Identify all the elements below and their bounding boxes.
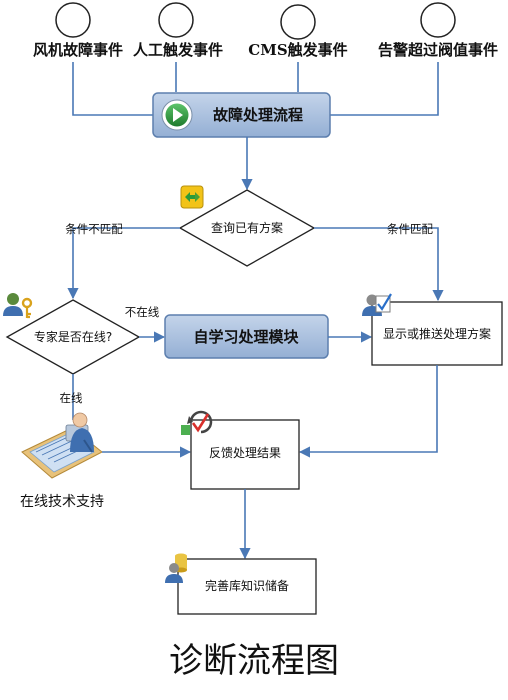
decision-query-plan-label: 查询已有方案 (211, 220, 283, 235)
swap-icon (180, 185, 204, 209)
task-knowledge[interactable] (177, 558, 317, 615)
edge-label-match: 条件匹配 (387, 222, 433, 236)
user-database-icon (165, 553, 187, 583)
task-knowledge-label: 完善库知识储备 (205, 578, 289, 593)
task-show-plan-label: 显示或推送处理方案 (383, 326, 491, 341)
edge-label-offline: 不在线 (125, 305, 160, 319)
edge-fan-fault-to-process (72, 62, 153, 116)
main-process-title: 故障处理流程 (213, 106, 303, 124)
event-label-alarm: 告警超过阀值事件 (378, 41, 498, 59)
edge-no-match (67, 227, 180, 300)
event-label-fan-fault: 风机故障事件 (33, 41, 123, 59)
user-key-icon (3, 293, 33, 319)
task-feedback-label: 反馈处理结果 (209, 446, 281, 460)
decision-expert-online-label: 专家是否在线? (34, 329, 112, 344)
edge-label-no-match: 条件不匹配 (65, 222, 123, 236)
event-circle-alarm (420, 2, 456, 38)
online-support-label: 在线技术支持 (20, 494, 104, 510)
refresh-check-icon (181, 410, 213, 435)
edge-match (314, 227, 444, 302)
event-label-cms: CMS触发事件 (248, 41, 347, 59)
diagram-caption: 诊断流程图 (169, 641, 339, 681)
event-circle-manual (158, 2, 194, 38)
event-label-manual: 人工触发事件 (133, 41, 223, 59)
online-support-icon (21, 412, 103, 479)
self-learning-title: 自学习处理模块 (193, 328, 299, 346)
decision-query-plan[interactable] (178, 189, 316, 267)
task-show-plan[interactable] (371, 301, 503, 366)
play-icon (161, 99, 193, 131)
edge-label-online: 在线 (60, 391, 83, 405)
event-circle-fan-fault (55, 2, 91, 38)
main-process-box[interactable] (152, 92, 331, 138)
edge-show-to-feedback (298, 365, 438, 458)
user-check-icon (362, 293, 392, 316)
event-circle-cms (280, 4, 316, 40)
edge-alarm-to-process (330, 62, 439, 116)
